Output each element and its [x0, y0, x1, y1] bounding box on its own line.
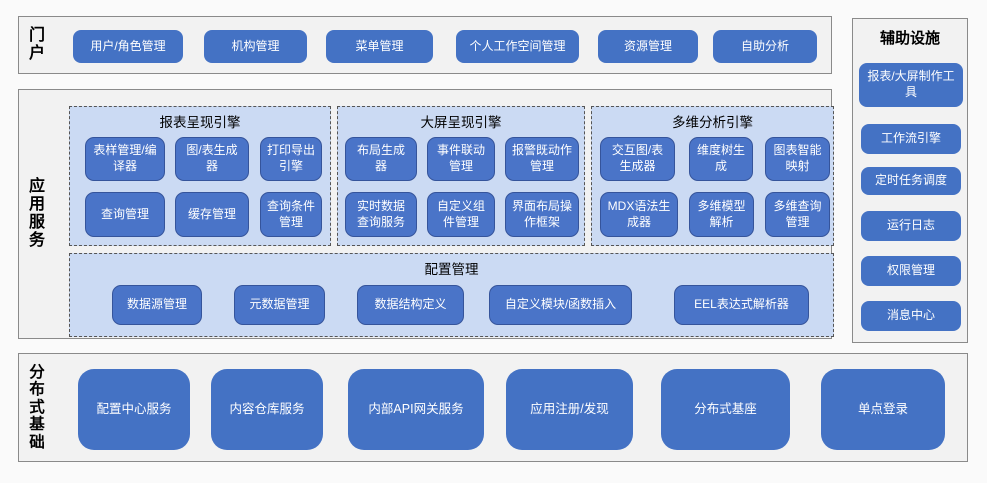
base-node: 分布式基座 [661, 369, 790, 450]
report-engine-node: 查询条件管理 [260, 192, 322, 237]
report-engine-node: 查询管理 [85, 192, 165, 237]
base-node: 单点登录 [821, 369, 945, 450]
bigscreen-engine-panel: 大屏呈现引擎 布局生成器 事件联动管理 报警既动作管理 实时数据查询服务 自定义… [337, 106, 585, 246]
bigscreen-engine-node: 事件联动管理 [427, 137, 495, 181]
aux-node: 定时任务调度 [861, 167, 961, 195]
config-node: 元数据管理 [234, 285, 325, 325]
config-node: 数据源管理 [112, 285, 202, 325]
portal-section-label: 门户 [28, 27, 45, 62]
distributed-base-section-label: 分布式基础 [29, 364, 45, 451]
app-services-section: 应用服务 报表呈现引擎 表样管理/编译器 图/表生成器 打印导出引擎 查询管理 … [18, 89, 834, 339]
report-engine-node: 图/表生成器 [175, 137, 249, 181]
portal-node: 机构管理 [204, 30, 307, 63]
olap-engine-node: 交互图/表生成器 [600, 137, 675, 181]
aux-node: 消息中心 [861, 301, 961, 331]
config-mgmt-title: 配置管理 [424, 262, 479, 277]
bigscreen-engine-node: 报警既动作管理 [505, 137, 579, 181]
distributed-base-section: 分布式基础 配置中心服务 内容仓库服务 内部API网关服务 应用注册/发现 分布… [18, 353, 968, 462]
olap-engine-panel: 多维分析引擎 交互图/表生成器 维度树生成 图表智能映射 MDX语法生成器 多维… [591, 106, 834, 246]
base-node: 应用注册/发现 [506, 369, 633, 450]
bigscreen-engine-node: 自定义组件管理 [427, 192, 495, 237]
base-node: 内容仓库服务 [211, 369, 323, 450]
report-engine-node: 缓存管理 [175, 192, 249, 237]
report-engine-node: 打印导出引擎 [260, 137, 322, 181]
bigscreen-engine-node: 布局生成器 [345, 137, 417, 181]
report-engine-panel: 报表呈现引擎 表样管理/编译器 图/表生成器 打印导出引擎 查询管理 缓存管理 … [69, 106, 331, 246]
aux-facilities-title: 辅助设施 [879, 30, 940, 47]
config-node: EEL表达式解析器 [674, 285, 809, 325]
aux-node: 权限管理 [861, 256, 961, 286]
aux-node: 运行日志 [861, 211, 961, 241]
bigscreen-engine-node: 实时数据查询服务 [345, 192, 417, 237]
report-engine-node: 表样管理/编译器 [85, 137, 165, 181]
portal-node: 资源管理 [598, 30, 698, 63]
portal-node: 自助分析 [713, 30, 817, 63]
olap-engine-node: 多维查询管理 [765, 192, 830, 237]
base-node: 内部API网关服务 [348, 369, 484, 450]
olap-engine-node: MDX语法生成器 [600, 192, 678, 237]
olap-engine-node: 多维模型解析 [689, 192, 754, 237]
portal-node: 个人工作空间管理 [456, 30, 579, 63]
base-node: 配置中心服务 [78, 369, 190, 450]
portal-node: 菜单管理 [326, 30, 433, 63]
report-engine-title: 报表呈现引擎 [159, 115, 241, 130]
aux-node: 报表/大屏制作工具 [859, 63, 963, 107]
olap-engine-node: 图表智能映射 [765, 137, 830, 181]
bigscreen-engine-node: 界面布局操作框架 [505, 192, 579, 237]
bigscreen-engine-title: 大屏呈现引擎 [420, 115, 502, 130]
portal-section: 门户 用户/角色管理 机构管理 菜单管理 个人工作空间管理 资源管理 自助分析 [18, 16, 832, 74]
aux-node: 工作流引擎 [861, 124, 961, 154]
app-services-section-label: 应用服务 [28, 178, 45, 249]
olap-engine-node: 维度树生成 [689, 137, 753, 181]
portal-node: 用户/角色管理 [73, 30, 183, 63]
olap-engine-title: 多维分析引擎 [672, 115, 753, 130]
aux-facilities-section: 辅助设施 报表/大屏制作工具 工作流引擎 定时任务调度 运行日志 权限管理 消息… [852, 18, 968, 343]
config-mgmt-panel: 配置管理 数据源管理 元数据管理 数据结构定义 自定义模块/函数插入 EEL表达… [69, 253, 834, 337]
config-node: 自定义模块/函数插入 [489, 285, 632, 325]
config-node: 数据结构定义 [357, 285, 464, 325]
